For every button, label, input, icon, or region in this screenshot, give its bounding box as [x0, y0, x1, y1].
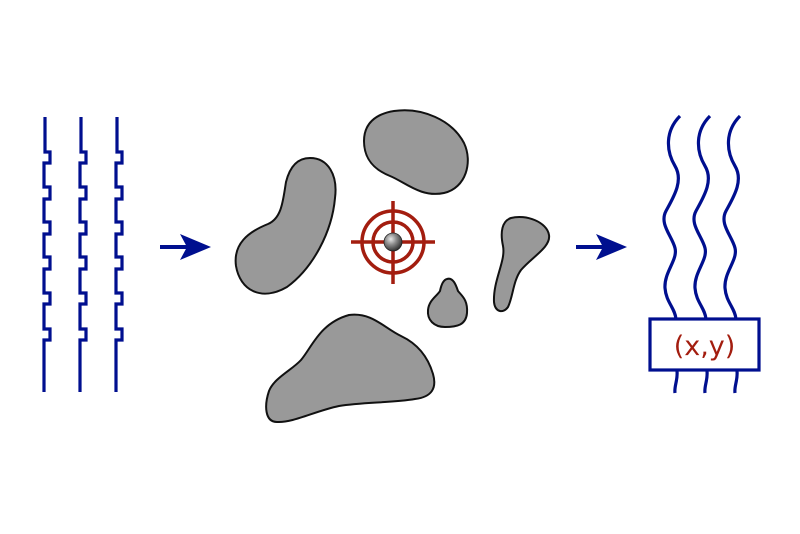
rock-shape-top: [362, 109, 469, 195]
rock-shape-small: [426, 277, 469, 329]
stepped-wire-1: [42, 117, 52, 392]
arrow-head: [180, 234, 211, 260]
rock-shape-bottom: [265, 313, 436, 424]
wire-tail-2: [703, 370, 709, 394]
wavy-wire-1: [662, 114, 682, 320]
coordinate-label: (x,y): [674, 331, 736, 362]
target-center-ball: [383, 232, 403, 252]
obstacle-field: [234, 109, 551, 424]
input-signal-wires-icon: [42, 117, 124, 392]
crosshair-target-icon: [351, 201, 435, 284]
rock-shape-left: [234, 156, 337, 295]
stepped-wire-3: [114, 117, 124, 392]
output-coordinate-wires-icon: (x,y): [648, 114, 761, 394]
arrow-right-icon: [576, 234, 627, 260]
wavy-wire-2: [692, 114, 712, 320]
arrow-head: [596, 234, 627, 260]
stepped-wire-2: [78, 117, 88, 392]
rock-shape-right: [492, 216, 551, 313]
wire-tail-3: [733, 370, 739, 394]
arrow-right-icon: [160, 234, 211, 260]
coordinate-box: [648, 317, 761, 372]
wavy-wire-3: [722, 114, 742, 320]
wire-tail-1: [673, 370, 679, 394]
